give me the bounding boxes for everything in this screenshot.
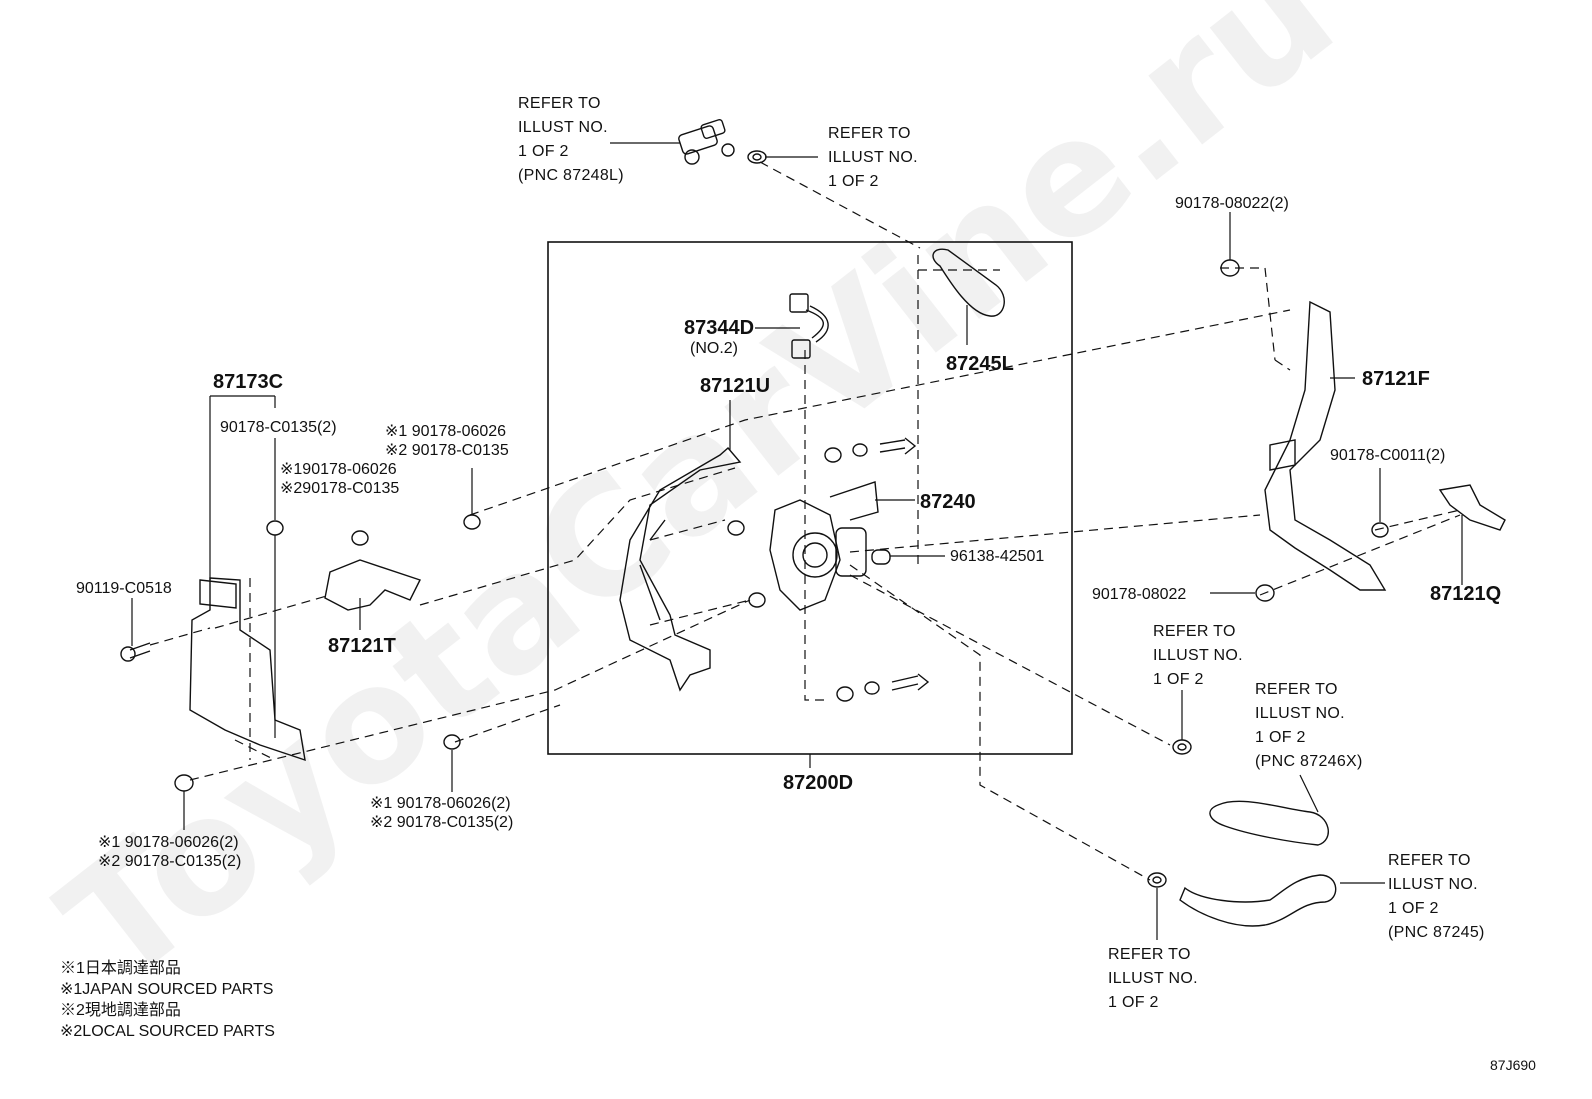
dashed-connections (149, 161, 1461, 881)
legend-line-3: ※2現地調達部品 (60, 1001, 181, 1019)
label-alt1-line1: ※1 90178-06026 (385, 423, 506, 440)
svg-text:ILLUST NO.: ILLUST NO. (518, 119, 608, 136)
pump-87240 (769, 481, 891, 611)
refer-note-5: REFER TO ILLUST NO. 1 OF 2 (PNC 87245) (1388, 852, 1485, 941)
label-87344d-sub: (NO.2) (690, 340, 738, 357)
svg-text:ILLUST NO.: ILLUST NO. (1255, 705, 1345, 722)
svg-text:1 OF 2: 1 OF 2 (1108, 994, 1159, 1011)
svg-text:REFER TO: REFER TO (518, 95, 601, 112)
refer-note-1: REFER TO ILLUST NO. 1 OF 2 (PNC 87248L) (518, 95, 624, 184)
label-90178-08022-2: 90178-08022(2) (1175, 195, 1289, 212)
heater-valve-top (678, 119, 735, 165)
label-96138-42501: 96138-42501 (950, 548, 1044, 565)
label-87121u: 87121U (700, 375, 770, 397)
label-90178-08022: 90178-08022 (1092, 586, 1186, 603)
bracket-87121t (324, 559, 421, 611)
bracket-87121u-detail (639, 519, 666, 621)
bracket-87121f-tab (1269, 439, 1296, 471)
bracket-87121f (1264, 300, 1387, 591)
connector-87344d (789, 293, 829, 359)
svg-text:REFER TO: REFER TO (828, 125, 911, 142)
svg-text:REFER TO: REFER TO (1108, 946, 1191, 963)
svg-text:REFER TO: REFER TO (1255, 681, 1338, 698)
label-alt2-line2: ※290178-C0135 (280, 480, 399, 497)
refer-note-3: REFER TO ILLUST NO. 1 OF 2 (1153, 623, 1243, 688)
legend-line-4: ※2LOCAL SOURCED PARTS (60, 1023, 275, 1040)
hose-clamp-top (747, 150, 767, 164)
refer-note-4: REFER TO ILLUST NO. 1 OF 2 (PNC 87246X) (1255, 681, 1363, 770)
label-87173c: 87173C (213, 371, 283, 393)
clamp-r6 (1147, 872, 1167, 888)
svg-text:1 OF 2: 1 OF 2 (828, 173, 879, 190)
label-alt3-line1: ※1 90178-06026(2) (370, 795, 511, 812)
label-87121q: 87121Q (1430, 583, 1501, 605)
label-alt3-line2: ※2 90178-C0135(2) (370, 814, 513, 831)
label-87344d: 87344D (684, 317, 754, 339)
label-90119-c0518: 90119-C0518 (76, 580, 172, 597)
bracket-87121q (1438, 484, 1506, 531)
cover-87173c (189, 577, 306, 762)
svg-text:(PNC 87248L): (PNC 87248L) (518, 167, 624, 184)
label-87121t: 87121T (328, 635, 396, 657)
svg-text:1 OF 2: 1 OF 2 (1153, 671, 1204, 688)
clamp-r3 (1172, 739, 1192, 755)
bracket-87121u (619, 447, 742, 692)
svg-text:1 OF 2: 1 OF 2 (518, 143, 569, 160)
label-alt2-line1: ※190178-06026 (280, 461, 397, 478)
label-alt1-line2: ※2 90178-C0135 (385, 442, 509, 459)
fasteners-inner (727, 437, 930, 702)
svg-text:ILLUST NO.: ILLUST NO. (1108, 970, 1198, 987)
hose-87246x (1209, 800, 1329, 846)
svg-text:1 OF 2: 1 OF 2 (1388, 900, 1439, 917)
svg-text:REFER TO: REFER TO (1153, 623, 1236, 640)
fasteners-left (120, 514, 481, 792)
legend: ※1日本調達部品 ※1JAPAN SOURCED PARTS ※2現地調達部品 … (60, 959, 275, 1040)
cover-tab (199, 579, 237, 609)
label-alt4-line1: ※1 90178-06026(2) (98, 834, 239, 851)
legend-line-2: ※1JAPAN SOURCED PARTS (60, 981, 273, 998)
fasteners-right (1220, 259, 1389, 602)
label-alt4-line2: ※2 90178-C0135(2) (98, 853, 241, 870)
leader-lines (131, 142, 1463, 940)
label-90178-c0135-2: 90178-C0135(2) (220, 419, 337, 436)
label-87200d: 87200D (783, 772, 853, 794)
refer-note-6: REFER TO ILLUST NO. 1 OF 2 (1108, 946, 1198, 1011)
refer-note-2: REFER TO ILLUST NO. 1 OF 2 (828, 125, 918, 190)
legend-line-1: ※1日本調達部品 (60, 959, 181, 977)
diagram-id: 87J690 (1490, 1057, 1536, 1073)
label-87245l: 87245L (946, 353, 1014, 375)
svg-text:ILLUST NO.: ILLUST NO. (1388, 876, 1478, 893)
hose-87245 (1179, 874, 1337, 927)
label-87240: 87240 (920, 491, 976, 513)
svg-text:ILLUST NO.: ILLUST NO. (1153, 647, 1243, 664)
svg-text:1 OF 2: 1 OF 2 (1255, 729, 1306, 746)
svg-text:REFER TO: REFER TO (1388, 852, 1471, 869)
svg-text:(PNC 87245): (PNC 87245) (1388, 924, 1485, 941)
svg-text:ILLUST NO.: ILLUST NO. (828, 149, 918, 166)
label-90178-c0011-2: 90178-C0011(2) (1330, 447, 1445, 464)
hose-87245l (932, 248, 1005, 317)
label-87121f: 87121F (1362, 368, 1430, 390)
svg-text:(PNC 87246X): (PNC 87246X) (1255, 753, 1363, 770)
